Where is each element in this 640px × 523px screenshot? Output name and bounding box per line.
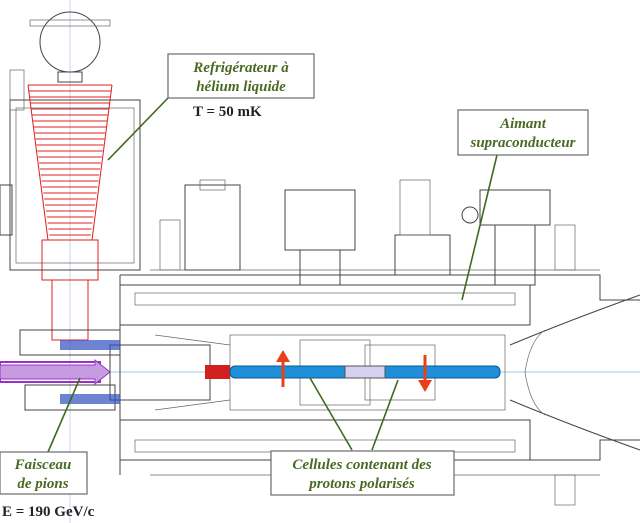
cryostat-fittings [159, 179, 576, 506]
magnet-leader [461, 154, 498, 301]
refrigerator-label: Refrigérateur à hélium liquide [167, 53, 315, 99]
beam-label-line2: de pions [17, 476, 68, 492]
energy-label: E = 190 GeV/c [2, 504, 95, 520]
cells-label-line2: protons polarisés [307, 476, 415, 492]
refrigerator-cone-edge [27, 84, 49, 241]
refrigerator-leader [107, 97, 169, 161]
refrigerator-label-line1: Refrigérateur à [192, 60, 289, 76]
pion-beam [0, 340, 230, 404]
polarization-up-arrow-icon [276, 350, 290, 387]
beam-label: Faisceau de pions [0, 451, 88, 495]
beam-leader [47, 377, 81, 453]
temperature-label: T = 50 mK [193, 104, 262, 120]
cells-leader-1 [309, 377, 353, 451]
cells-label-line1: Cellules contenant des [292, 457, 431, 473]
beam-label-line1: Faisceau [14, 457, 72, 473]
target-cells [229, 350, 501, 392]
magnet-label-line2: supraconducteur [469, 135, 575, 151]
cells-label: Cellules contenant des protons polarisés [270, 450, 455, 496]
polarization-down-arrow-icon [418, 355, 432, 392]
refrigerator-label-line2: hélium liquide [196, 79, 286, 95]
refrigerator-cone-edge [91, 84, 113, 241]
dilution-refrigerator [0, 11, 141, 411]
magnet-label-line1: Aimant [499, 116, 547, 132]
cells-leader-2 [371, 379, 399, 451]
magnet-label: Aimant supraconducteur [457, 109, 589, 156]
